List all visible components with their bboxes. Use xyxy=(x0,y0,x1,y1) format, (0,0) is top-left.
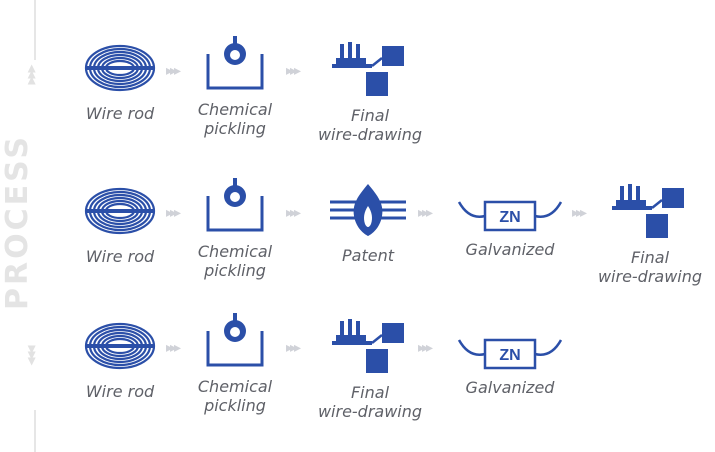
pickling-tank-icon xyxy=(206,313,264,367)
flow-arrow: ▸▸▸ xyxy=(166,63,181,79)
step-label: Galvanized xyxy=(465,378,555,397)
step-label: Chemical pickling xyxy=(197,100,273,138)
sidebar-line-top xyxy=(34,0,36,60)
flow-arrow: ▸▸▸ xyxy=(286,205,301,221)
wire-drawing-machine-icon xyxy=(332,42,404,96)
row3-step-final-wire-drawing: Final wire-drawing xyxy=(305,315,435,421)
wire-coil-icon xyxy=(84,322,156,370)
wire-coil-icon xyxy=(84,187,156,235)
flow-arrow: ▸▸▸ xyxy=(418,205,433,221)
row1-step-final-wire-drawing: Final wire-drawing xyxy=(305,38,435,144)
zn-bath-icon: ZN xyxy=(457,200,563,232)
flow-arrow: ▸▸▸ xyxy=(418,340,433,356)
step-label: Galvanized xyxy=(465,240,555,259)
step-label: Wire rod xyxy=(85,382,155,401)
row2-step-final-wire-drawing: Final wire-drawing xyxy=(585,180,715,286)
row2-step-galvanized: ZN Galvanized xyxy=(445,190,575,259)
process-sidebar-label: PROCESS xyxy=(0,134,35,310)
step-label: Patent xyxy=(342,246,394,265)
step-label: Chemical pickling xyxy=(197,377,273,415)
row1-step-chemical-pickling: Chemical pickling xyxy=(170,32,300,138)
step-label: Final wire-drawing xyxy=(317,106,423,144)
row3-step-wire-rod: Wire rod xyxy=(55,316,185,401)
wire-coil-icon xyxy=(84,44,156,92)
step-label: Wire rod xyxy=(85,247,155,266)
sidebar-arrows-bottom: ▸▸▸ xyxy=(23,345,43,364)
row3-step-galvanized: ZN Galvanized xyxy=(445,328,575,397)
step-label: Wire rod xyxy=(85,104,155,123)
row1-step-wire-rod: Wire rod xyxy=(55,38,185,123)
row3-step-chemical-pickling: Chemical pickling xyxy=(170,309,300,415)
wire-drawing-machine-icon xyxy=(332,319,404,373)
flow-arrow: ▸▸▸ xyxy=(286,63,301,79)
flow-arrow: ▸▸▸ xyxy=(166,205,181,221)
row2-step-wire-rod: Wire rod xyxy=(55,181,185,266)
step-label: Final wire-drawing xyxy=(597,248,703,286)
flow-arrow: ▸▸▸ xyxy=(572,205,587,221)
zn-badge-text: ZN xyxy=(499,347,520,364)
pickling-tank-icon xyxy=(206,178,264,232)
flow-arrow: ▸▸▸ xyxy=(166,340,181,356)
flame-icon xyxy=(330,184,406,236)
step-label: Final wire-drawing xyxy=(317,383,423,421)
zn-bath-icon: ZN xyxy=(457,338,563,370)
row2-step-chemical-pickling: Chemical pickling xyxy=(170,174,300,280)
wire-drawing-machine-icon xyxy=(612,184,684,238)
sidebar-arrows-top: ◂◂◂ xyxy=(23,64,43,83)
row2-step-patent: Patent xyxy=(303,180,433,265)
flow-arrow: ▸▸▸ xyxy=(286,340,301,356)
zn-badge-text: ZN xyxy=(499,209,520,226)
sidebar-line-bottom xyxy=(34,410,36,452)
step-label: Chemical pickling xyxy=(197,242,273,280)
pickling-tank-icon xyxy=(206,36,264,90)
